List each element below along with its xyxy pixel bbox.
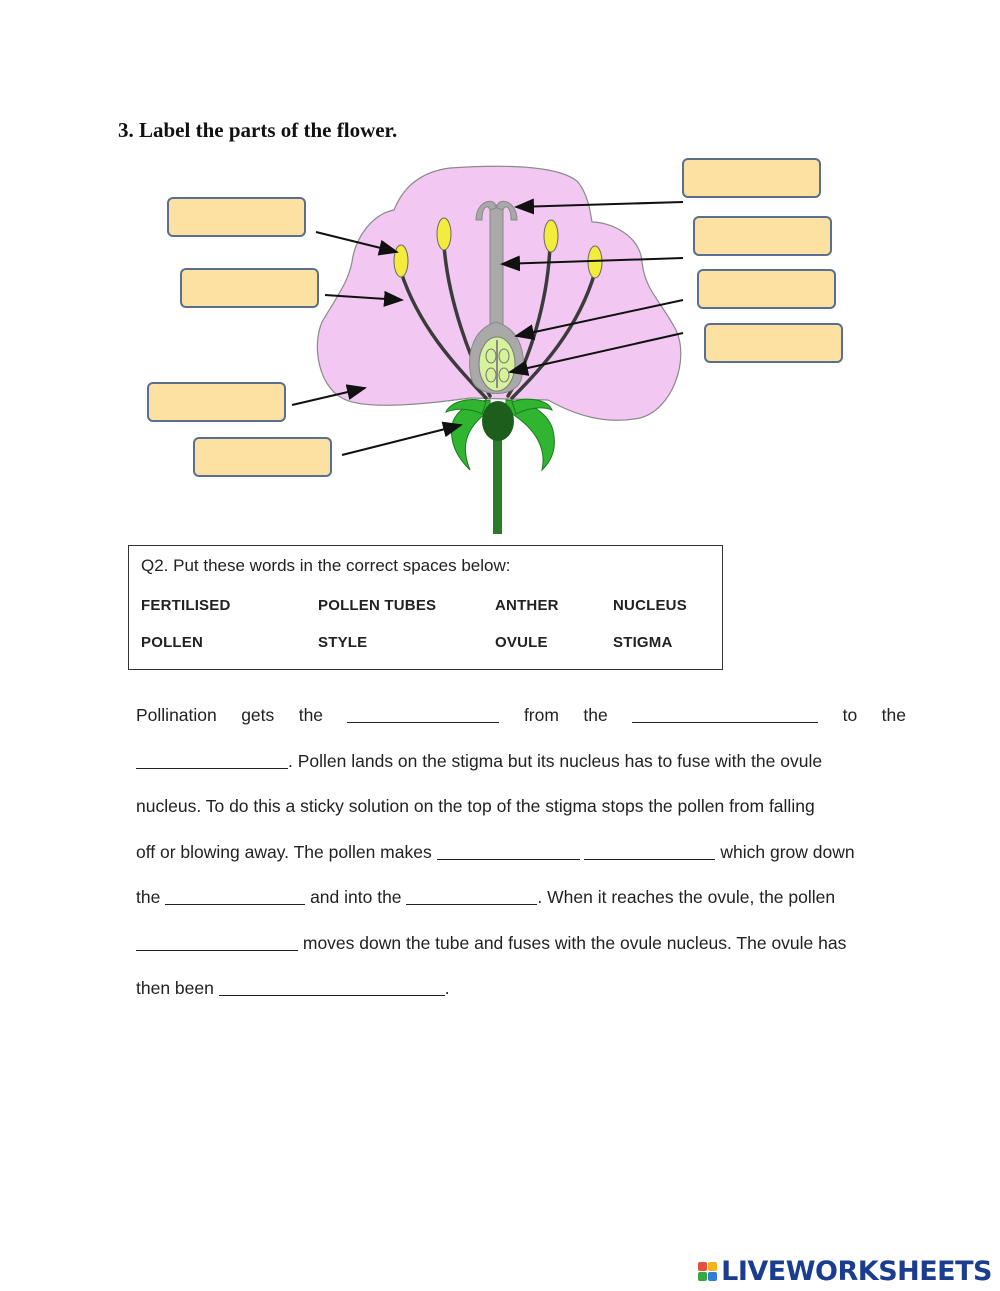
badge-square-4 (708, 1272, 718, 1281)
blank-8[interactable] (136, 932, 298, 951)
paragraph-line-5: the and into the . When it reaches the o… (136, 886, 836, 907)
word-style: STYLE (318, 634, 368, 651)
blank-3[interactable] (136, 750, 288, 769)
badge-square-3 (698, 1272, 708, 1281)
label-box-ovary[interactable] (697, 269, 836, 309)
paragraph-line-7: then been . (136, 977, 450, 998)
word-pollen: POLLEN (141, 634, 204, 651)
label-box-sepal[interactable] (193, 437, 332, 477)
fill-in-paragraph: Pollination gets the from the to the . P… (136, 693, 906, 1012)
blank-9[interactable] (218, 977, 445, 996)
paragraph-line-3: nucleus. To do this a sticky solution on… (136, 796, 815, 816)
label-arrows (291, 198, 684, 456)
label-box-petal[interactable] (147, 382, 286, 422)
badge-square-2 (708, 1262, 718, 1271)
label-box-filament[interactable] (180, 268, 319, 308)
paragraph-line-4: off or blowing away. The pollen makes wh… (136, 841, 855, 862)
blank-2[interactable] (632, 704, 819, 723)
label-box-anther[interactable] (167, 197, 306, 237)
blank-5[interactable] (584, 841, 716, 860)
blank-1[interactable] (347, 704, 500, 723)
logo-text: LIVEWORKSHEETS (721, 1256, 992, 1287)
label-box-style[interactable] (693, 216, 832, 256)
paragraph-line-1: Pollination gets the from the to the (136, 704, 906, 725)
blank-4[interactable] (436, 841, 580, 860)
word-anther: ANTHER (495, 597, 559, 614)
liveworksheets-logo: LIVEWORKSHEETS (698, 1256, 992, 1287)
word-bank: Q2. Put these words in the correct space… (128, 545, 723, 670)
question-heading: 3. Label the parts of the flower. (118, 118, 398, 142)
flower-diagram (291, 165, 684, 534)
word-nucleus: NUCLEUS (613, 597, 687, 614)
blank-7[interactable] (406, 886, 538, 905)
word-bank-title: Q2. Put these words in the correct space… (141, 556, 511, 575)
word-ovule: OVULE (495, 634, 548, 651)
word-fertilised: FERTILISED (141, 597, 231, 614)
label-box-stigma[interactable] (682, 158, 821, 198)
word-stigma: STIGMA (613, 634, 673, 651)
sepals (445, 398, 555, 472)
label-box-ovule[interactable] (704, 323, 843, 363)
receptacle (482, 401, 514, 441)
badge-square-1 (698, 1262, 708, 1271)
paragraph-line-6: moves down the tube and fuses with the o… (136, 921, 906, 967)
word-pollen-tubes: POLLEN TUBES (318, 597, 437, 614)
logo-badge-icon (698, 1262, 718, 1281)
paragraph-line-2: . Pollen lands on the stigma but its nuc… (136, 739, 906, 785)
stem (493, 420, 502, 534)
blank-6[interactable] (165, 886, 306, 905)
